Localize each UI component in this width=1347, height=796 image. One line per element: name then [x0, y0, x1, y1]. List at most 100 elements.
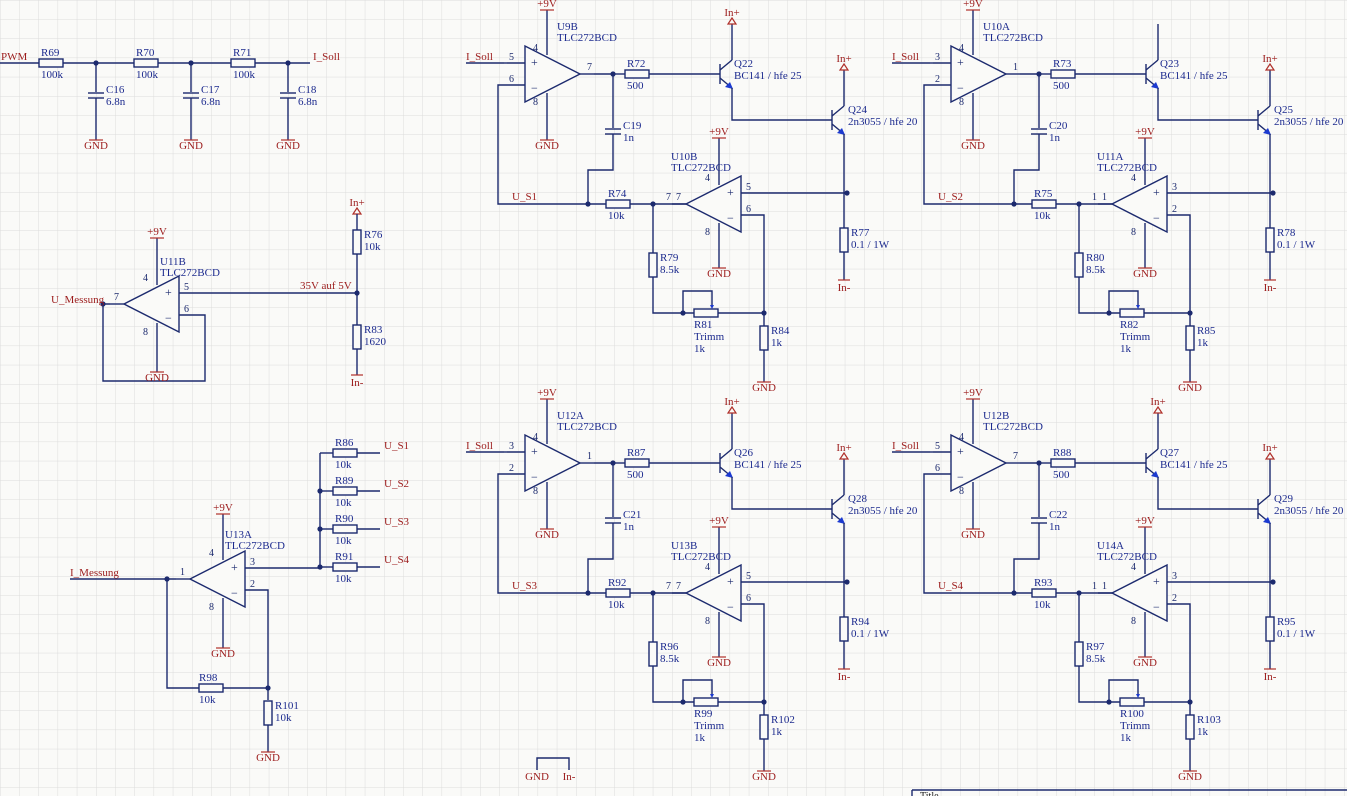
pin-number: 6 [184, 304, 189, 315]
ref-R69: R69 [41, 47, 60, 59]
ref-R90: R90 [335, 513, 354, 525]
val-Q26: BC141 / hfe 25 [734, 459, 802, 471]
val-C21: 1n [623, 521, 635, 533]
val-U14A: TLC272BCD [1097, 551, 1157, 563]
wire [1013, 134, 1040, 204]
net-u-s2: U_S2 [938, 191, 963, 203]
pin-number: 6 [935, 463, 940, 474]
net-i-soll: I_Soll [313, 51, 340, 63]
wire [263, 589, 269, 700]
ref-R103: R103 [1197, 714, 1221, 726]
wire [587, 134, 614, 204]
opamp-sign: − [727, 211, 734, 225]
resistor-R80 [1074, 252, 1084, 278]
wire [731, 477, 832, 510]
val-C19: 1n [623, 132, 635, 144]
supply-label: +9V [147, 226, 167, 238]
resistor-R73 [1050, 69, 1076, 79]
pin-number: 1 [1013, 62, 1018, 73]
junction-dot [317, 564, 323, 570]
pin-number: 6 [746, 593, 751, 604]
net-u-s3: U_S3 [512, 580, 538, 592]
val-trimm: Trimm [694, 720, 725, 732]
resistor-R94 [839, 616, 849, 642]
wire [1157, 477, 1258, 510]
ref-R80: R80 [1086, 252, 1105, 264]
in-minus-label: In- [1264, 671, 1277, 683]
pin-number: 4 [533, 432, 538, 443]
val-R70: 100k [136, 69, 159, 81]
pin-number: 6 [746, 204, 751, 215]
val-R77: 0.1 / 1W [851, 239, 890, 251]
gnd-label: GND [961, 140, 985, 152]
ref-C21: C21 [623, 509, 641, 521]
val-trimm: Trimm [694, 331, 725, 343]
trimmer-wiper [1136, 305, 1140, 309]
ref-Q26: Q26 [734, 447, 753, 459]
transistor-arrow-Q28 [837, 517, 845, 524]
ref-R74: R74 [608, 188, 627, 200]
in-plus-label: In+ [1262, 442, 1277, 454]
transistor-collector-Q22 [719, 59, 733, 71]
gnd-label: GND [525, 771, 549, 783]
val-Q27: BC141 / hfe 25 [1160, 459, 1228, 471]
opamp-sign: + [231, 560, 238, 574]
ref-R82: R82 [1120, 319, 1138, 331]
ref-R71: R71 [233, 47, 251, 59]
resistor-R98 [198, 683, 224, 693]
pin-number: 4 [705, 562, 710, 573]
ref-C19: C19 [623, 120, 642, 132]
val-R93: 10k [1034, 599, 1051, 611]
pin-number: 8 [959, 486, 964, 497]
ref-U12B: U12B [983, 410, 1009, 422]
pin-number: 4 [533, 43, 538, 54]
gnd-in-minus-tie [536, 757, 570, 770]
gnd-label: GND [752, 382, 776, 394]
val-U12B: TLC272BCD [983, 421, 1043, 433]
resistor-R87 [624, 458, 650, 468]
val-trimm: Trimm [1120, 331, 1151, 343]
resistor-R71 [230, 58, 256, 68]
val-U11A: TLC272BCD [1097, 162, 1157, 174]
net-u-s1: U_S1 [384, 440, 409, 452]
resistor-R77 [839, 227, 849, 253]
pin-number: 8 [1131, 616, 1136, 627]
pin-number: 5 [184, 282, 189, 293]
ref-R84: R84 [771, 325, 790, 337]
val-R79: 8.5k [660, 264, 680, 276]
supply-label: +9V [213, 502, 233, 514]
in-minus-label: In- [563, 771, 576, 783]
pin-number: 7 [587, 62, 592, 73]
wire [759, 214, 765, 313]
ref-U13B: U13B [671, 540, 697, 552]
val-U11B: TLC272BCD [160, 267, 220, 279]
junction-dot [317, 526, 323, 532]
pin-number: 1 [180, 567, 185, 578]
transistor-arrow-Q25 [1263, 128, 1271, 135]
gnd-label: GND [1133, 657, 1157, 669]
opamp-sign: + [957, 55, 964, 69]
wire [1078, 666, 1190, 703]
supply-label: +9V [537, 387, 557, 399]
opamp-U11A [1110, 174, 1168, 234]
in-plus-label: In+ [724, 7, 739, 19]
opamp-sign: − [165, 311, 172, 325]
ref-C18: C18 [298, 84, 317, 96]
supply-label: +9V [1135, 515, 1155, 527]
wire [682, 679, 713, 702]
opamp-sign: − [727, 600, 734, 614]
in-plus-arrow [726, 405, 738, 414]
supply-label: +9V [709, 126, 729, 138]
transistor-collector-Q24 [831, 105, 845, 117]
pin-number: 7 [666, 192, 671, 203]
val-R83: 1620 [364, 336, 387, 348]
val-R86: 10k [335, 459, 352, 471]
val-U9B: TLC272BCD [557, 32, 617, 44]
val-R102: 1k [771, 726, 783, 738]
resistor-R83 [352, 324, 362, 350]
pin-number: 8 [959, 97, 964, 108]
pin-number: 8 [705, 616, 710, 627]
transistor-collector-Q27 [1145, 448, 1159, 460]
gnd-label: GND [84, 140, 108, 152]
